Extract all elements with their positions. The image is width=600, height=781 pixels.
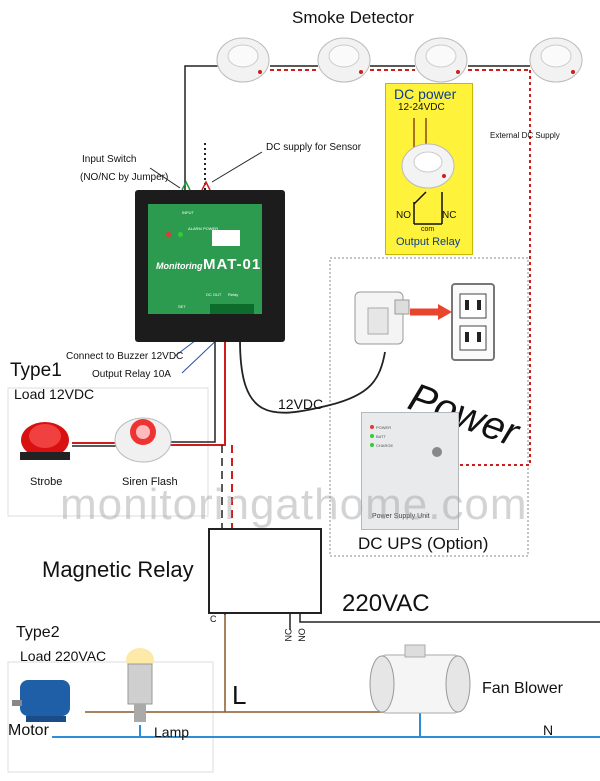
motor: [12, 680, 70, 722]
wall-outlet: [451, 283, 495, 361]
lamp-label: Lamp: [154, 724, 190, 740]
module-model: MAT-01: [203, 256, 262, 273]
relay-no-label: NO: [296, 628, 307, 642]
smoke-detector-3: [414, 37, 468, 83]
relay-c-label: C: [210, 614, 217, 624]
siren-flash-label: Siren Flash: [122, 476, 178, 488]
smoke-detector-1: [216, 37, 270, 83]
module-relay-label: Relay: [228, 292, 239, 297]
output-relay-10a-label: Output Relay 10A: [92, 369, 171, 380]
dc-power-panel: DC power 12-24VDC NO NC com Output Relay: [385, 83, 473, 255]
alarm-led: [166, 232, 171, 237]
output-relay-label: Output Relay: [396, 236, 461, 248]
ac-switched-line: [85, 615, 400, 713]
key-lock-icon: [432, 447, 442, 457]
power-supply-unit: POWER BATT CHARGE Power Supply Unit: [361, 412, 459, 530]
module-alarm-label: ALARM: [188, 226, 202, 231]
mat01-module: INPUT ALARM POWER Monitoring MAT-01 DC O…: [135, 190, 285, 342]
strobe-light: [20, 422, 70, 460]
dc-supply-sensor-label: DC supply for Sensor: [266, 142, 362, 153]
vac220-label: 220VAC: [342, 590, 430, 617]
type2-label: Type2: [16, 624, 60, 641]
module-brand: Monitoring: [156, 261, 203, 271]
terminal-block: [210, 304, 254, 314]
external-dc-supply-label: External DC Supply: [490, 131, 560, 140]
power-led: [178, 232, 183, 237]
load-red-wire: [170, 340, 226, 446]
neutral-n-label: N: [543, 722, 554, 738]
smoke-detector-2: [317, 37, 371, 83]
psu-led-batt: [370, 434, 374, 438]
module-face: INPUT ALARM POWER Monitoring MAT-01 DC O…: [148, 204, 262, 314]
magnetic-relay-box: [208, 528, 322, 614]
input-switch-sub: (NO/NC by Jumper): [80, 172, 169, 183]
psu-led-power: [370, 425, 374, 429]
magnetic-relay-label: Magnetic Relay: [42, 557, 194, 582]
lamp-bulb: [126, 648, 154, 722]
dc-ups-label: DC UPS (Option): [358, 534, 489, 553]
input-switch-label: Input Switch: [82, 154, 137, 165]
dc-power-range: 12-24VDC: [398, 102, 445, 113]
motor-label: Motor: [8, 722, 49, 739]
no-label: NO: [396, 210, 411, 221]
psu-led1-label: POWER: [376, 425, 392, 430]
adapter-wire: [239, 339, 386, 414]
nc-label: NC: [442, 210, 457, 221]
dc-panel-detector: [401, 118, 455, 225]
wire-12vdc-label: 12VDC: [278, 396, 324, 412]
load-12vdc-label: Load 12VDC: [14, 386, 95, 402]
load12-region: [7, 387, 209, 517]
type1-label: Type1: [10, 360, 62, 381]
psu-led2-label: BATT: [376, 434, 386, 439]
module-dc-out-label: DC OUT: [206, 292, 222, 297]
connect-buzzer-label: Connect to Buzzer 12VDC: [66, 351, 184, 362]
com-label: com: [421, 226, 435, 233]
strobe-label: Strobe: [30, 476, 63, 488]
smoke-detector-label: Smoke Detector: [292, 8, 414, 27]
fan-blower: [369, 644, 471, 714]
module-input-label: INPUT: [182, 210, 194, 215]
module-set-label: SET: [178, 304, 186, 309]
ac-live-line: [299, 615, 600, 623]
siren-flash: [114, 417, 172, 463]
relay-nc-label: NC: [283, 628, 294, 642]
load-220vac-label: Load 220VAC: [20, 648, 107, 664]
dc-power-title: DC power: [394, 86, 457, 102]
module-power-label: POWER: [203, 226, 219, 231]
psu-label: Power Supply Unit: [372, 513, 430, 520]
power-adapter: [354, 291, 410, 345]
line-l-label: L: [232, 680, 247, 710]
psu-led3-label: CHARGE: [376, 443, 394, 448]
smoke-detector-4: [529, 37, 583, 83]
jumper-block[interactable]: [212, 230, 240, 246]
fan-blower-label: Fan Blower: [482, 680, 563, 697]
watermark: monitoringathome.com: [60, 480, 528, 529]
psu-led-charge: [370, 443, 374, 447]
input-wire: [184, 65, 218, 195]
load220-region: [7, 661, 214, 773]
